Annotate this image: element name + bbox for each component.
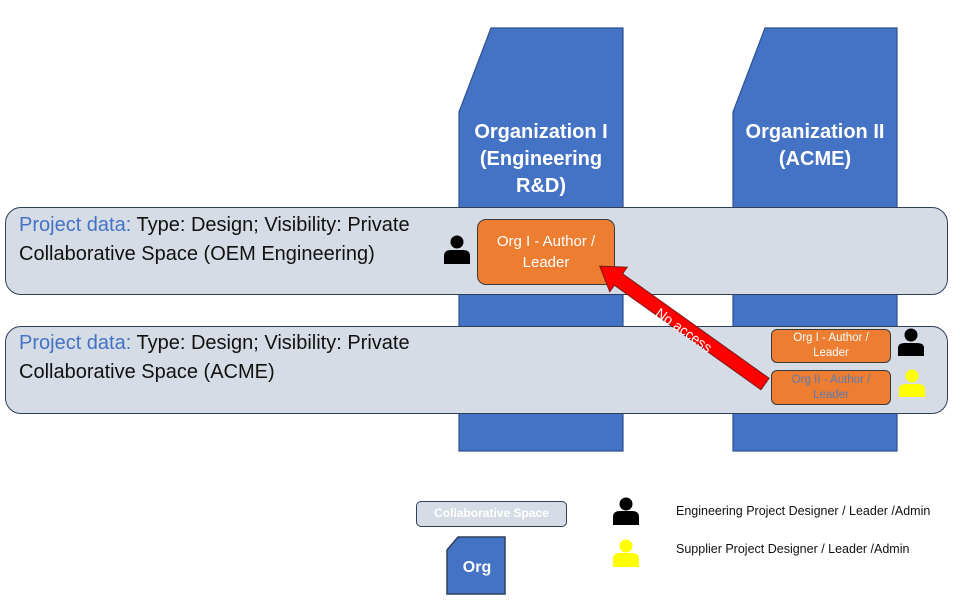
engineering-user-icon [898,328,924,356]
role-text: Leader [813,347,849,359]
legend-space-label: Collaborative Space [434,506,549,520]
space-acme-text: Project data: Type: Design; Visibility: … [19,329,410,387]
space-name: Collaborative Space (OEM Engineering) [19,243,375,265]
org-1-title-line: Organization I [474,121,608,143]
role-org1-author-leader-oem[interactable]: Org I - Author / Leader [477,219,615,285]
supplier-user-icon [899,369,925,397]
no-access-label: No access [653,305,716,356]
legend-user-icons [613,497,639,567]
project-data-details: Type: Design; Visibility: Private [131,214,410,236]
engineering-user-icon [613,497,639,525]
role-text: Leader [522,254,570,271]
role-org1-author-leader-acme[interactable]: Org I - Author / Leader [771,329,891,363]
legend-supplier-label: Supplier Project Designer / Leader /Admi… [676,542,910,556]
legend-org-swatch: Org [446,536,506,595]
legend-engineering-label: Engineering Project Designer / Leader /A… [676,504,931,518]
role-text: Org II - Author / [791,373,871,386]
project-data-label: Project data: [19,332,132,354]
org-2-title: Organization II (ACME) [733,119,897,173]
supplier-user-icon [613,539,639,567]
space-name: Collaborative Space (ACME) [19,361,275,383]
role-org2-author-leader-acme[interactable]: Org II - Author / Leader [771,370,891,405]
arrow-shape [598,265,770,391]
project-data-label: Project data: [19,214,132,236]
legend-org-label: Org [463,559,491,576]
engineering-user-icon [444,235,470,264]
legend-space-swatch: Collaborative Space [416,501,567,527]
project-data-details: Type: Design; Visibility: Private [131,332,410,354]
org-1-title-line: R&D) [516,175,566,197]
space-oem-text: Project data: Type: Design; Visibility: … [19,211,410,269]
org-2-title-line: (ACME) [778,148,852,170]
org-1-title: Organization I (Engineering R&D) [459,119,623,200]
role-text: Org I - Author / [496,233,596,250]
org-2-title-line: Organization II [745,121,885,143]
role-text: Org I - Author / [793,332,869,344]
org-1-title-line: (Engineering [479,148,603,170]
collaborative-space-oem[interactable]: Project data: Type: Design; Visibility: … [5,207,948,295]
role-text: Leader [813,388,849,401]
